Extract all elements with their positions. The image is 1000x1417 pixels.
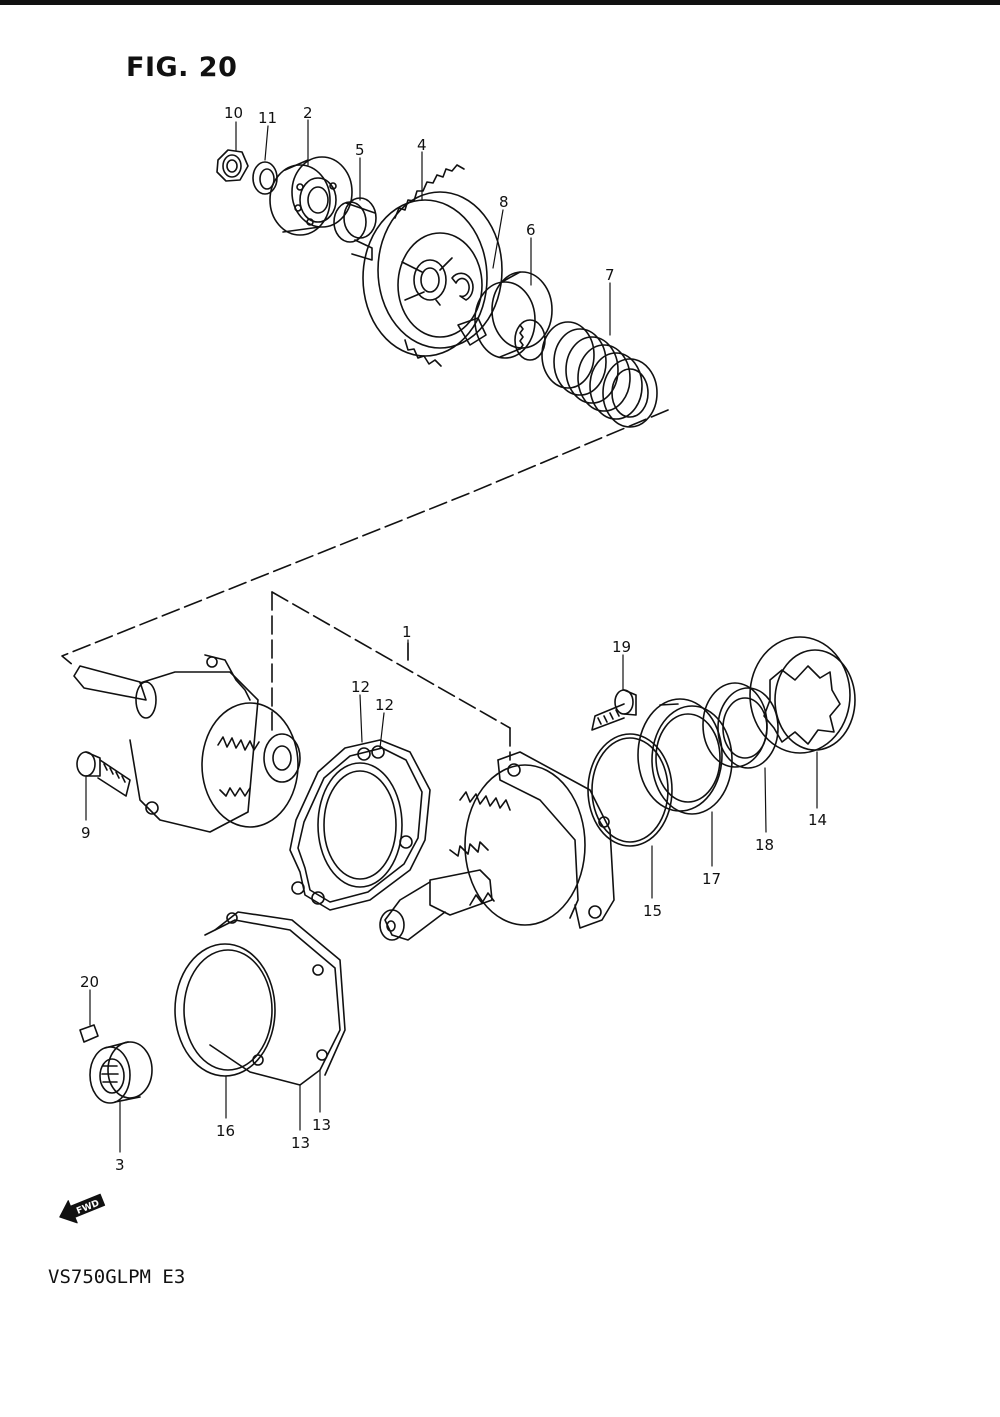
callout-4: 4 — [417, 136, 427, 154]
part-spacer-5 — [333, 197, 377, 261]
callout-11: 11 — [258, 109, 277, 127]
model-code: VS750GLPM E3 — [48, 1266, 186, 1288]
part-nut-10 — [216, 149, 249, 182]
callout-2: 2 — [303, 104, 313, 122]
group-outline — [61, 409, 669, 761]
leader-lines — [85, 119, 818, 1153]
callout-3: 3 — [115, 1156, 125, 1174]
callout-5: 5 — [355, 141, 365, 159]
callout-13-right: 13 — [312, 1116, 331, 1134]
part-damper-6 — [457, 271, 553, 361]
callout-20: 20 — [80, 973, 99, 991]
callout-7: 7 — [605, 266, 615, 284]
fwd-label: FWD — [75, 1199, 101, 1217]
part-bearing-2 — [269, 156, 353, 236]
callout-labels: 10 11 2 5 4 8 6 7 1 19 12 12 9 14 18 17 … — [80, 104, 827, 1174]
callout-8: 8 — [499, 193, 509, 211]
part-locknut-14 — [749, 636, 856, 754]
part-bearing-3 — [89, 1041, 153, 1104]
callout-1: 1 — [402, 623, 412, 641]
part-gear-4 — [362, 164, 503, 367]
part-gasket-12 — [289, 739, 431, 911]
callout-14: 14 — [808, 811, 827, 829]
part-bolt-19 — [591, 689, 637, 731]
part-spring-7 — [541, 321, 658, 428]
top-border — [0, 0, 1000, 5]
callout-16: 16 — [216, 1122, 235, 1140]
callout-12-right: 12 — [375, 696, 394, 714]
callout-17: 17 — [702, 870, 721, 888]
part-cover-16 — [174, 911, 346, 1086]
callout-19: 19 — [612, 638, 631, 656]
part-pin-20 — [79, 1024, 99, 1043]
callout-15: 15 — [643, 902, 662, 920]
callout-13-left: 13 — [291, 1134, 310, 1152]
part-housing-1 — [379, 751, 615, 941]
callout-10: 10 — [224, 104, 243, 122]
figure-title: FIG. 20 — [126, 52, 238, 83]
part-oring-15 — [587, 733, 673, 847]
callout-9: 9 — [81, 824, 91, 842]
fwd-arrow-icon: FWD — [59, 1193, 106, 1224]
part-pinion-shaft — [73, 654, 301, 833]
callout-12-left: 12 — [351, 678, 370, 696]
part-bolt-9 — [76, 751, 131, 797]
part-seal-18 — [702, 682, 779, 769]
part-ring-17 — [637, 698, 733, 815]
callout-18: 18 — [755, 836, 774, 854]
part-circlip-8 — [451, 272, 474, 301]
callout-6: 6 — [526, 221, 536, 239]
part-washer-11 — [252, 161, 278, 195]
